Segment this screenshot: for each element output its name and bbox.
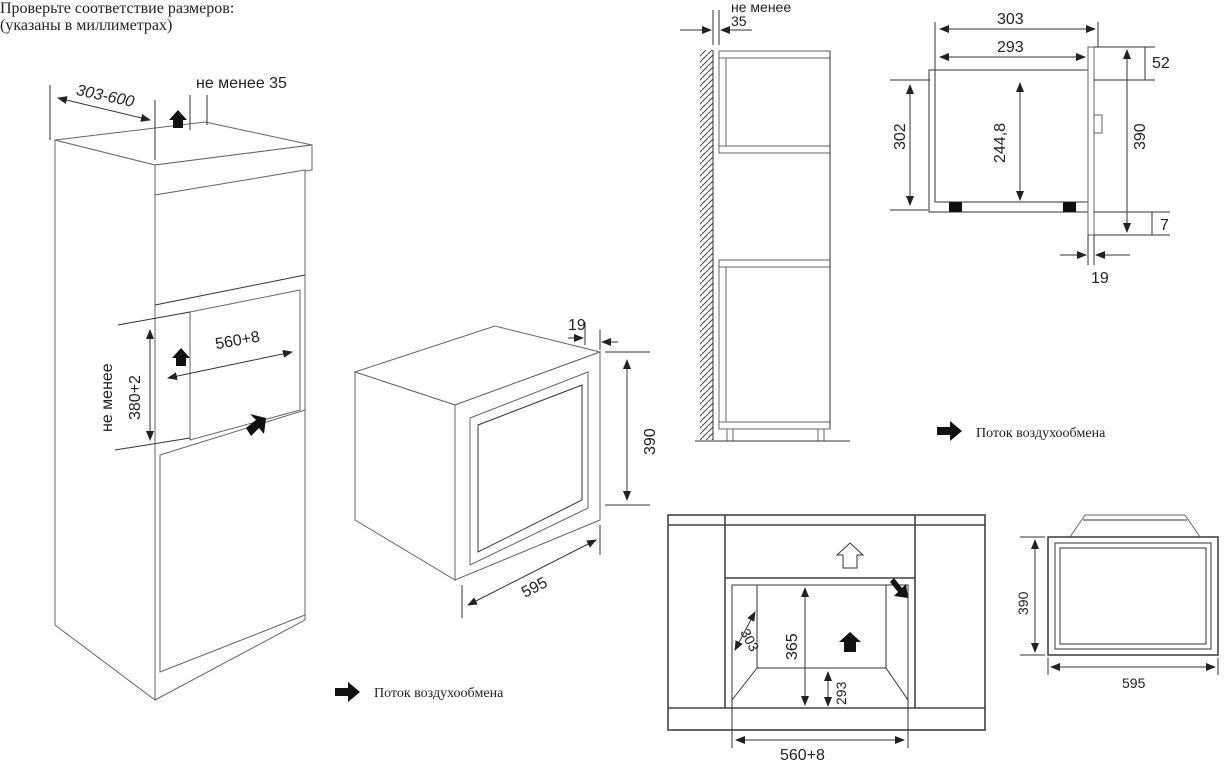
section-depth-total: 303	[997, 11, 1024, 28]
cabinet-front-view: 303 365 293 560+8	[667, 514, 986, 764]
section-top-offset: 52	[1152, 55, 1170, 72]
airflow-arrow-icon	[937, 421, 962, 441]
oven-frame-label: 19	[568, 317, 586, 334]
front-depth-label: 303	[737, 626, 762, 654]
small-oven-height: 390	[1015, 591, 1031, 615]
front-height-label: 365	[784, 633, 801, 660]
niche-height-label: 380+2	[127, 375, 144, 420]
oven-front-view: 390 595	[1015, 514, 1219, 691]
airflow-out-arrow-icon	[890, 578, 908, 598]
section-frame-label: 19	[1091, 270, 1109, 287]
oven-height-label: 390	[642, 428, 659, 455]
legend-label: Поток воздухообмена	[374, 686, 504, 701]
side-gap-label: 35	[731, 13, 747, 29]
oven-section-view: 303 293 302 244,8 52 390 7 19	[890, 11, 1170, 287]
cabinet-lower-door	[159, 409, 306, 673]
oven-width-label: 595	[519, 574, 551, 601]
header-line-1: Проверьте соответствие размеров:	[0, 0, 235, 17]
legend-airflow-1: Поток воздухообмена	[335, 682, 504, 702]
instructions-header: Проверьте соответствие размеров: (указан…	[0, 0, 234, 34]
legend-airflow-2: Поток воздухообмена	[937, 421, 1106, 441]
airflow-up-arrow-icon	[169, 110, 187, 128]
oven-side	[354, 371, 456, 581]
front-width-label: 560+8	[780, 747, 825, 764]
section-height-front: 390	[1132, 123, 1149, 150]
small-oven-width: 595	[1122, 675, 1146, 691]
section-bottom-offset: 7	[1160, 217, 1169, 234]
front-base-label: 293	[833, 681, 849, 705]
side-gap-caption: не менее	[731, 0, 791, 15]
niche-height-caption: не менее	[99, 363, 116, 432]
oven-perspective: 19 390 595	[353, 317, 659, 618]
side-view-cabinet: не менее 35	[680, 0, 850, 442]
cabinet-depth-label: 303-600	[75, 82, 136, 111]
top-gap-label: не менее 35	[196, 75, 287, 92]
section-height-inner: 244,8	[992, 123, 1009, 163]
section-height-body: 302	[892, 123, 909, 150]
airflow-in-arrow-icon	[246, 414, 266, 436]
airflow-arrow-icon	[335, 682, 360, 702]
airflow-up-arrow-icon	[839, 632, 861, 652]
section-depth-body: 293	[997, 39, 1024, 56]
legend-label: Поток воздухообмена	[976, 426, 1106, 441]
oven-door	[469, 371, 589, 566]
airflow-up-outline-icon	[835, 542, 865, 569]
cabinet-top-fascia	[154, 144, 313, 196]
header-line-2: (указаны в миллиметрах)	[0, 17, 173, 34]
cabinet-perspective: 303-600 не менее 35 560+8 не менее 380+2	[49, 75, 313, 701]
